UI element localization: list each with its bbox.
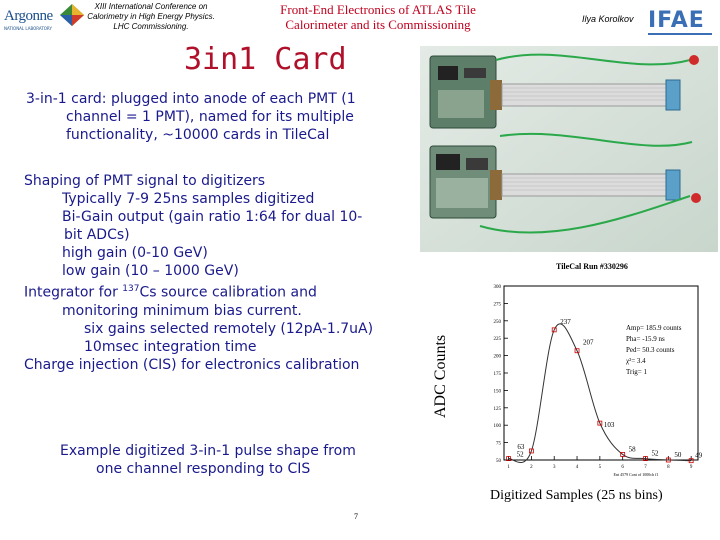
x-tick-label: 2 [530,465,533,470]
data-point [506,456,511,462]
three-in-one-card-illustration [420,46,718,252]
intro-line-3: functionality, ~10000 cards in TileCal [66,127,330,143]
data-point-label: 237 [560,318,571,326]
intro-paragraph: 3-in-1 card: plugged into anode of each … [26,90,426,144]
data-point-label: 103 [604,421,615,429]
argonne-logo: Argonne NATIONAL LABORATORY [4,4,84,32]
y-tick-label: 100 [494,424,502,429]
chart-plot-frame [503,285,699,461]
fit-curve [508,323,692,463]
x-tick-label: 3 [553,465,556,470]
feature-cis: Charge injection (CIS) for electronics c… [24,356,360,373]
y-tick-label: 225 [494,337,502,342]
fit-param-0: Amp= 185.9 counts [626,324,682,332]
data-point [551,327,557,333]
data-point-label: 49 [695,452,703,460]
data-point-label: 58 [629,445,637,453]
feature-shaping: Shaping of PMT signal to digitizers [24,173,266,189]
integrator-text-2: Cs source calibration and [139,284,317,301]
y-tick-label: 125 [494,407,502,412]
ifae-logo-bar [648,33,712,35]
feature-bigain-2: bit ADCs) [64,227,130,243]
feature-low-gain: low gain (10 – 1000 GeV) [62,263,239,279]
y-tick-label: 75 [496,442,502,447]
x-tick-label: 5 [599,465,602,470]
data-point-label: 63 [517,443,525,451]
y-tick-label: 50 [496,459,502,464]
feature-high-gain: high gain (0-10 GeV) [62,245,208,261]
feature-bigain-1: Bi-Gain output (gain ratio 1:64 for dual… [62,209,363,225]
argonne-triangle-icon [60,4,84,26]
ifae-logo-text: IFAE [648,8,705,33]
argonne-logo-subtext: NATIONAL LABORATORY [4,26,52,31]
conference-name: XIII International Conference on Calorim… [87,2,215,31]
example-line-1: Example digitized 3-in-1 pulse shape fro… [60,443,356,459]
data-point-label: 207 [583,339,594,347]
ifae-logo: IFAE [648,10,714,36]
y-tick-label: 175 [494,372,502,377]
title-line-2: Calorimeter and its Commissioning [285,17,471,32]
pulse-shape-chart-svg: 50 75 100 125 150 175 200 225 250 275 300 1 2 3 4 5 6 7 8 9… [494,285,703,477]
title-line-1: Front-End Electronics of ATLAS Tile [280,2,476,17]
data-point-label: 50 [674,451,682,459]
data-point [620,452,626,457]
argonne-logo-text: Argonne [4,8,53,24]
presentation-title: Front-End Electronics of ATLAS Tile Calo… [248,2,508,32]
fit-param-4: Trig= 1 [626,368,648,376]
chart-sub-x-label: Ent 4579 Cont of 1000ch f1 [614,472,659,477]
slide-heading: 3in1 Card [184,42,347,77]
y-tick-label: 300 [494,285,502,290]
y-tick-label: 250 [494,320,502,325]
feature-integrator-2: monitoring minimum bias current. [62,302,302,319]
fit-param-2: Ped= 50.3 counts [626,346,675,354]
x-tick-label: 4 [576,465,579,470]
author-name: Ilya Korolkov [582,14,634,24]
x-tick-label: 7 [644,465,647,470]
x-tick-label: 9 [690,465,693,470]
data-point [643,456,648,462]
card-photo [420,46,718,252]
feature-six-gains: six gains selected remotely (12pA-1.7uA) [84,320,374,337]
x-tick-label: 6 [621,465,624,470]
data-point [597,420,603,426]
chart-title: TileCal Run #330296 [556,262,628,271]
feature-samples: Typically 7-9 25ns samples digitized [62,191,315,207]
data-point-label: 52 [652,450,660,458]
example-line-2: one channel responding to CIS [96,461,311,477]
feature-integration-time: 10msec integration time [84,338,257,355]
x-tick-label: 1 [507,465,510,470]
intro-line-1: 3-in-1 card: plugged into anode of each … [26,91,356,107]
features-list: Shaping of PMT signal to digitizers Typi… [24,172,424,374]
data-point-label: 52 [517,451,525,459]
example-caption: Example digitized 3-in-1 pulse shape fro… [60,442,400,478]
fit-param-1: Pha= -15.9 ns [626,335,665,343]
data-point [528,448,534,454]
y-tick-label: 150 [494,389,502,394]
pulse-shape-chart: 50 75 100 125 150 175 200 225 250 275 300 1 2 3 4 5 6 7 8 9… [448,256,720,506]
page-number: 7 [354,512,358,521]
x-tick-label: 8 [667,465,670,470]
y-tick-label: 200 [494,355,502,360]
data-point [688,458,694,464]
fit-param-3: χ²= 3.4 [626,357,646,365]
integrator-isotope-mass: 137 [122,284,140,294]
chart-x-axis-label: Digitized Samples (25 ns bins) [490,488,663,503]
feature-integrator: Integrator for 137Cs source calibration … [24,280,424,302]
intro-line-2: channel = 1 PMT), named for its multiple [66,109,354,125]
y-tick-label: 275 [494,302,502,307]
data-point [574,348,580,354]
data-point [665,457,671,463]
integrator-text: Integrator for [24,284,123,301]
